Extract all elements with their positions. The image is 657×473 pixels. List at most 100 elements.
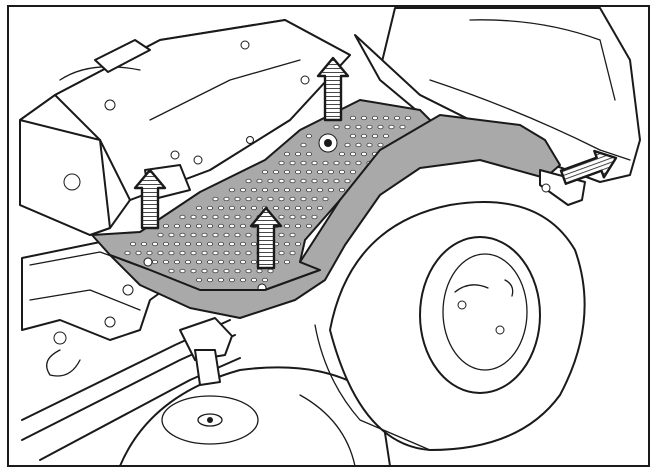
footplate-perforation <box>355 142 362 148</box>
arrow-up-rear <box>316 56 350 122</box>
footplate-perforation <box>262 277 268 283</box>
footplate-perforation <box>322 160 329 166</box>
footplate-perforation <box>256 268 263 274</box>
footplate-perforation <box>124 250 131 256</box>
footplate-perforation <box>207 223 213 229</box>
footplate-perforation <box>273 169 279 175</box>
footplate-perforation <box>355 124 362 130</box>
footplate-perforation <box>207 277 213 283</box>
footplate-perforation <box>196 241 202 247</box>
footplate-perforation <box>251 277 257 283</box>
footplate-perforation <box>405 115 411 121</box>
footplate-perforation <box>399 124 406 130</box>
footplate-perforation <box>152 259 158 265</box>
footplate-perforation <box>212 232 219 238</box>
engine-cover <box>19 19 351 236</box>
footplate-perforation <box>278 160 285 166</box>
footplate-perforation <box>284 241 290 247</box>
footplate-perforation <box>350 115 356 121</box>
footplate-perforation <box>251 259 257 265</box>
footplate-perforation <box>245 214 252 220</box>
footplate-perforation <box>350 151 356 157</box>
footplate-perforation <box>229 205 235 211</box>
footplate-perforation <box>185 241 191 247</box>
footplate-perforation <box>229 277 235 283</box>
footplate-perforation <box>289 214 296 220</box>
footplate-perforation <box>372 115 378 121</box>
footplate-perforation <box>273 187 279 193</box>
footplate-perforation <box>179 232 186 238</box>
footplate-perforation <box>267 196 274 202</box>
footplate-perforation <box>300 196 307 202</box>
footplate-perforation <box>141 241 147 247</box>
footplate-perforation <box>168 268 175 274</box>
footplate-perforation <box>284 151 290 157</box>
cutting-deck <box>119 366 391 467</box>
footplate-perforation <box>295 151 301 157</box>
footplate-perforation <box>372 133 378 139</box>
footplate-perforation <box>240 259 246 265</box>
footplate-perforation <box>300 178 307 184</box>
footplate-perforation <box>163 259 169 265</box>
footplate-perforation <box>201 250 208 256</box>
footplate-perforation <box>185 223 191 229</box>
footplate-perforation <box>240 241 246 247</box>
footplate-perforation <box>179 250 186 256</box>
footplate-perforation <box>306 223 312 229</box>
footplate-perforation <box>295 223 301 229</box>
footplate-perforation <box>339 151 345 157</box>
footplate-perforation <box>212 250 219 256</box>
footplate-perforation <box>196 205 202 211</box>
footplate-perforation <box>218 277 224 283</box>
footplate-perforation <box>273 205 279 211</box>
footplate-perforation <box>300 160 307 166</box>
arrow-up-left <box>133 168 167 230</box>
footplate-perforation <box>218 259 224 265</box>
footplate-perforation <box>174 241 180 247</box>
footplate-perforation <box>322 196 329 202</box>
footplate-perforation <box>245 178 252 184</box>
footplate-perforation <box>157 250 164 256</box>
footplate-perforation <box>388 124 395 130</box>
footplate-perforation <box>234 268 241 274</box>
footplate-perforation <box>245 232 252 238</box>
rear-wheel <box>314 201 586 451</box>
footplate-perforation <box>168 250 175 256</box>
footplate-perforation <box>361 133 367 139</box>
footplate-perforation <box>311 178 318 184</box>
footplate-perforation <box>262 187 268 193</box>
footplate-perforation <box>278 250 285 256</box>
footplate-perforation <box>135 250 142 256</box>
footplate-perforation <box>306 151 312 157</box>
footplate-perforation <box>344 178 351 184</box>
footplate-perforation <box>223 196 230 202</box>
footplate-perforation <box>212 214 219 220</box>
arrow-up-center <box>249 206 283 270</box>
footplate-perforation <box>234 232 241 238</box>
footplate-perforation <box>289 250 296 256</box>
footplate-perforation <box>295 187 301 193</box>
footplate-perforation <box>190 250 197 256</box>
footplate-perforation <box>333 124 340 130</box>
footplate-perforation <box>377 124 384 130</box>
footplate-perforation <box>311 160 318 166</box>
footplate-perforation <box>212 196 219 202</box>
footplate-perforation <box>267 268 274 274</box>
footplate-perforation <box>196 277 202 283</box>
footplate-perforation <box>295 205 301 211</box>
footplate-perforation <box>179 214 186 220</box>
footplate-perforation <box>201 232 208 238</box>
footplate-perforation <box>333 160 340 166</box>
footplate-perforation <box>201 214 208 220</box>
footplate-perforation <box>179 268 186 274</box>
footplate-perforation <box>333 178 340 184</box>
footplate-perforation <box>251 241 257 247</box>
footplate-perforation <box>361 115 367 121</box>
footplate-perforation <box>218 241 224 247</box>
footplate-perforation <box>218 205 224 211</box>
footplate-perforation <box>240 205 246 211</box>
footplate-perforation <box>251 205 257 211</box>
footplate-perforation <box>322 178 329 184</box>
footplate-perforation <box>284 205 290 211</box>
